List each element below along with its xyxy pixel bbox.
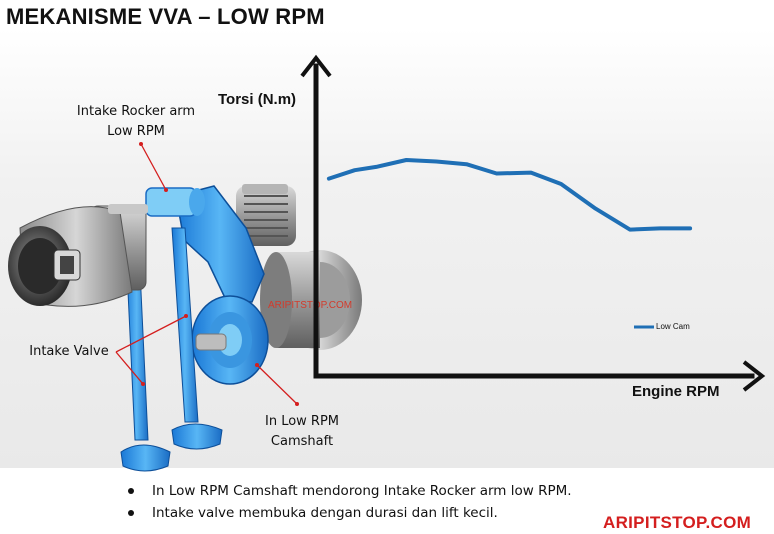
callout-rocker-line1: Intake Rocker arm — [76, 104, 196, 119]
callout-intake-valve: Intake Valve — [22, 342, 116, 362]
series-point — [375, 166, 377, 168]
series-point — [405, 159, 407, 161]
callout-intake-rocker-arm: Intake Rocker arm Low RPM — [70, 102, 202, 142]
chart-series-layer — [326, 158, 693, 232]
series-point — [560, 183, 562, 185]
series-point — [496, 173, 498, 174]
valve-spring-assembly — [236, 184, 296, 246]
chart-axes — [313, 63, 755, 379]
series-point — [354, 169, 356, 171]
bullet-list: In Low RPM Camshaft mendorong Intake Roc… — [128, 480, 572, 524]
slide-title: MEKANISME VVA – LOW RPM — [6, 4, 325, 29]
y-axis-arrowhead — [300, 54, 332, 78]
callout-camshaft-line2: Camshaft — [270, 434, 334, 449]
series-point — [328, 178, 330, 180]
callout-leader-lines — [115, 143, 298, 405]
series-point — [689, 227, 691, 229]
series-point — [629, 229, 631, 231]
callout-dots — [139, 142, 299, 406]
bullet-item: Intake valve membuka dengan durasi dan l… — [128, 502, 572, 524]
callout-rocker-line2: Low RPM — [107, 124, 165, 139]
series-point — [466, 163, 467, 165]
series-line-low-cam — [326, 158, 693, 232]
callout-camshaft-line1: In Low RPM — [264, 414, 340, 429]
x-axis-arrowhead — [742, 360, 766, 392]
watermark-center: ARIPITSTOP.COM — [268, 300, 353, 311]
camshaft-lobe — [260, 250, 362, 350]
bullet-dot-icon — [128, 488, 134, 494]
bullet-text: In Low RPM Camshaft mendorong Intake Roc… — [152, 483, 572, 499]
low-rpm-cam — [191, 295, 269, 385]
series-point — [595, 208, 596, 210]
bullet-dot-icon — [128, 510, 134, 516]
callout-camshaft: In Low RPM Camshaft — [250, 412, 354, 452]
vva-solenoid-actuator — [8, 204, 148, 307]
series-point — [435, 161, 437, 162]
intake-rocker-arm — [145, 185, 265, 303]
x-axis-label: Engine RPM — [632, 383, 720, 400]
brand-watermark: ARIPITSTOP.COM — [603, 513, 752, 532]
callout-intake-valve-text: Intake Valve — [29, 344, 109, 359]
series-point — [530, 172, 532, 174]
legend-label-low-cam: Low Cam — [656, 322, 690, 331]
bullet-text: Intake valve membuka dengan durasi dan l… — [152, 505, 498, 521]
axis-arrowheads — [300, 54, 766, 392]
series-point — [659, 227, 661, 229]
y-axis-label: Torsi (N.m) — [218, 91, 297, 108]
bullet-item: In Low RPM Camshaft mendorong Intake Roc… — [128, 480, 572, 502]
